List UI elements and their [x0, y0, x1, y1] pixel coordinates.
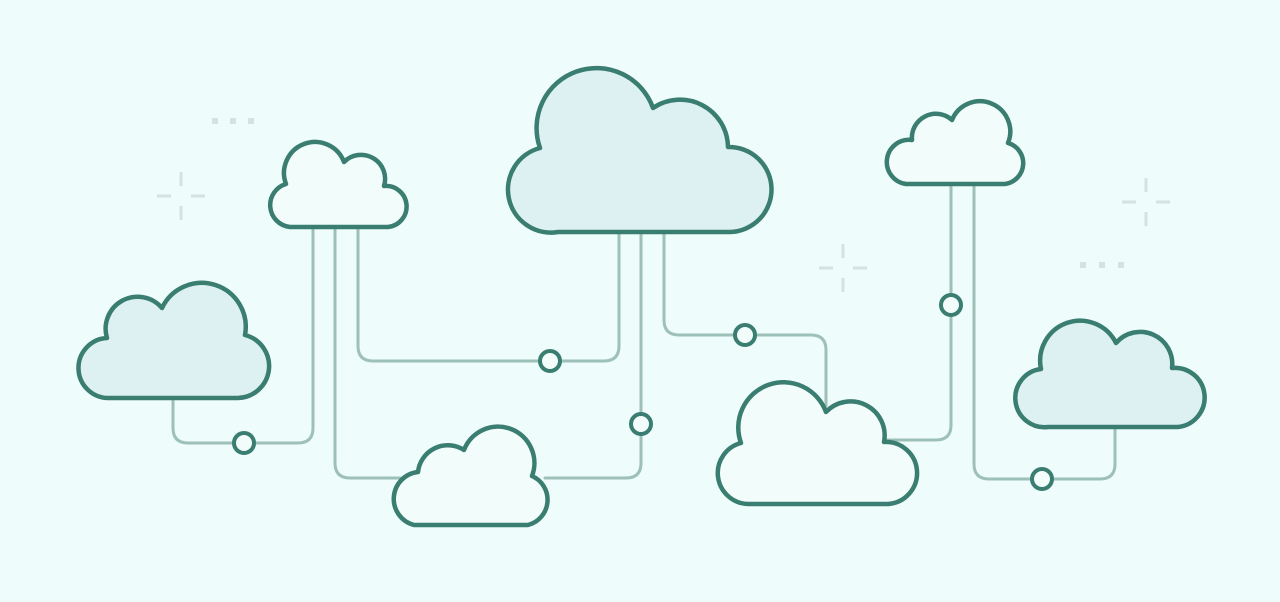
dots-decoration [1080, 262, 1124, 268]
cloud-bottom-center [391, 424, 550, 528]
node-circle-icon [538, 349, 562, 373]
sparkle-icon [1122, 178, 1170, 226]
dots-decoration [212, 118, 254, 124]
cloud-top-right-small [884, 98, 1026, 187]
decorations [157, 118, 1170, 292]
node-circle-icon [939, 293, 963, 317]
cloud-top-center-large [505, 65, 774, 235]
sparkle-icon [819, 244, 867, 292]
cloud-left [76, 280, 272, 401]
cloud-top-left-small [268, 139, 409, 230]
node-circle-icon [1030, 467, 1054, 491]
cloud-center-right [715, 380, 920, 507]
cloud-right [1013, 318, 1207, 430]
clouds [76, 65, 1207, 528]
node-circle-icon [733, 323, 757, 347]
sparkle-icon [157, 172, 205, 220]
node-circle-icon [232, 431, 256, 455]
node-circle-icon [629, 412, 653, 436]
connection-nodes [232, 293, 1054, 491]
